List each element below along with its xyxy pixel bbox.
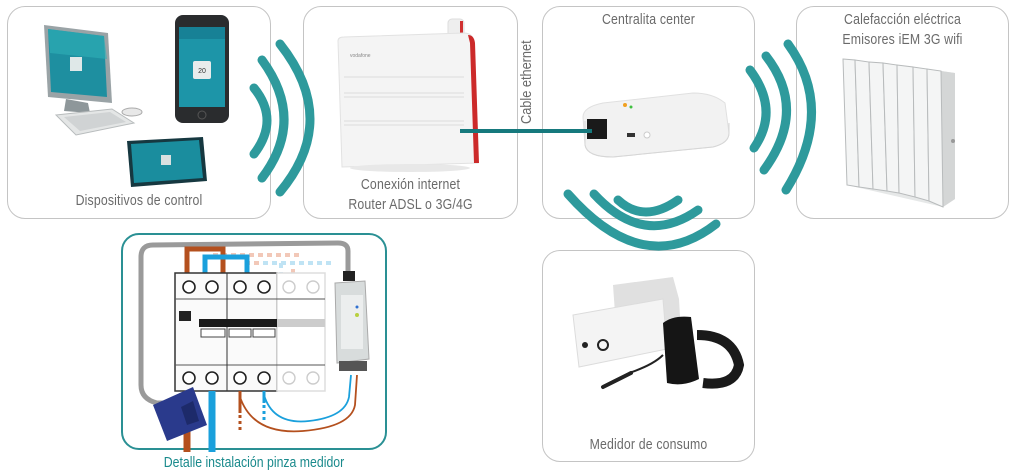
energy-meter-icon <box>572 277 745 389</box>
wifi-waves-central-meter <box>563 189 721 251</box>
card-router: vodafone Conexión internet Router ADSL o… <box>303 6 518 219</box>
control-devices-label: Dispositivos de control <box>75 192 203 209</box>
central-hub-icon <box>582 92 730 158</box>
router-icon: vodafone <box>337 18 479 172</box>
router-brand: vodafone <box>350 53 371 59</box>
tablet-icon <box>127 137 207 187</box>
card-clamp-detail <box>121 233 387 452</box>
meter-label: Medidor de consumo <box>589 436 708 453</box>
card-heating: Calefacción eléctrica Emisores iEM 3G wi… <box>796 6 1009 219</box>
clamp-detail-caption: Detalle instalación pinza medidor <box>163 454 345 471</box>
heating-label-line1: Calefacción eléctrica <box>844 11 961 28</box>
card-meter: Medidor de consumo <box>542 250 755 462</box>
heating-label-line2: Emisores iEM 3G wifi <box>842 31 963 48</box>
central-label: Centralita center <box>601 11 696 28</box>
phone-temp: 20 <box>198 68 206 75</box>
router-label-line1: Conexión internet <box>360 176 461 193</box>
ethernet-cable-label: Cable ethernet <box>518 40 535 124</box>
card-control-devices: 20 Dispositivos de control <box>7 6 271 219</box>
smartphone-icon: 20 <box>175 15 229 123</box>
wifi-waves-central-heating <box>745 39 816 195</box>
wifi-waves-devices-router <box>249 39 315 197</box>
ethernet-cable <box>460 129 592 133</box>
desktop-computer-icon <box>44 25 143 136</box>
breaker-panel-illustration <box>138 240 370 452</box>
card-central: Centralita center <box>542 6 755 219</box>
radiator-icon <box>842 58 955 208</box>
router-label-line2: Router ADSL o 3G/4G <box>348 196 473 213</box>
